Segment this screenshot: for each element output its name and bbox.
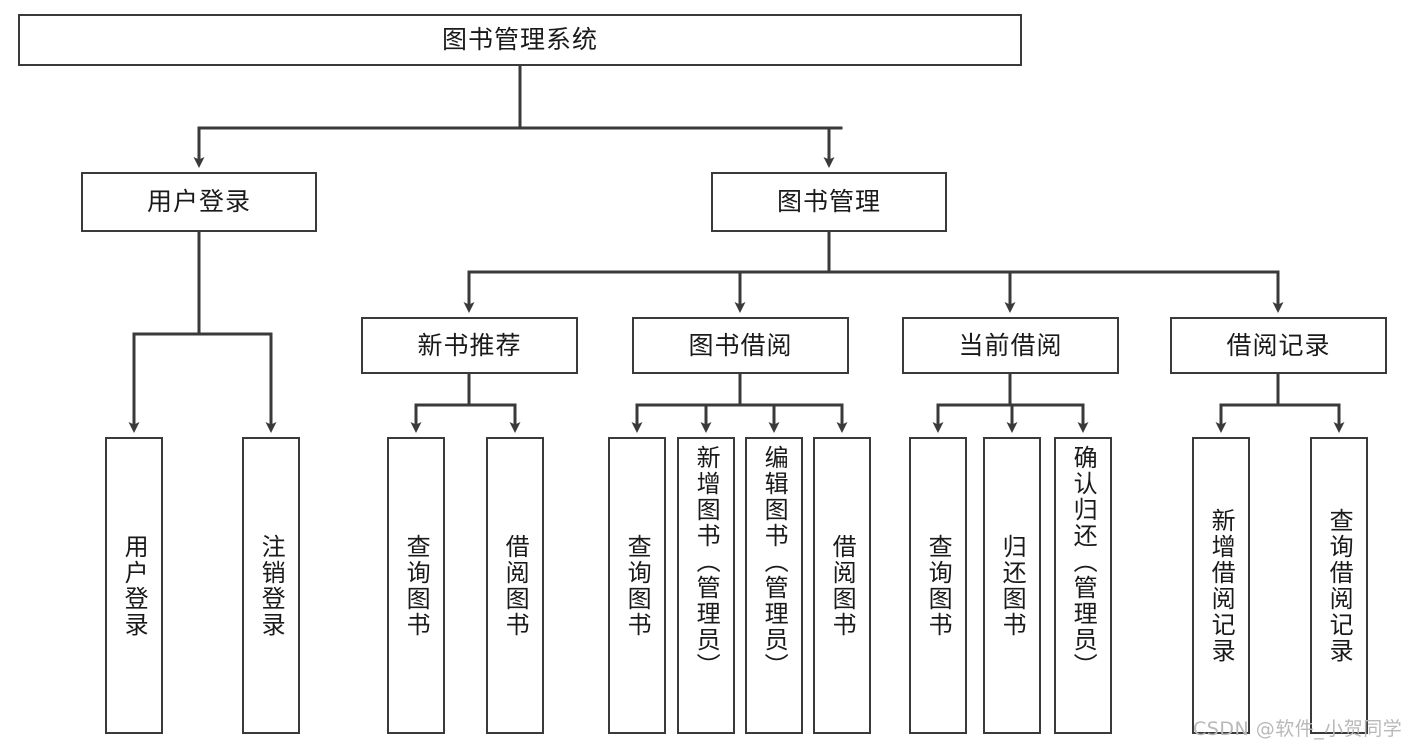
node-leaf-borrow-book-1[interactable]: 借阅图书 <box>486 437 544 734</box>
watermark: CSDN @软件_小贺同学 <box>1193 718 1403 740</box>
node-leaf-confirm-return-admin[interactable]: 确认归还（管理员） <box>1054 437 1112 734</box>
node-leaf-user-login[interactable]: 用户登录 <box>105 437 163 734</box>
node-leaf-logout-login-label: 注销登录 <box>257 533 286 638</box>
node-leaf-query-book-3[interactable]: 查询图书 <box>909 437 967 734</box>
node-root[interactable]: 图书管理系统 <box>18 14 1022 66</box>
node-book-borrow[interactable]: 图书借阅 <box>632 317 849 374</box>
node-current-borrow-label: 当前借阅 <box>958 330 1063 360</box>
node-leaf-query-book-3-label: 查询图书 <box>924 533 953 638</box>
node-leaf-add-borrow-record-label: 新增借阅记录 <box>1207 507 1236 664</box>
node-borrow-record-label: 借阅记录 <box>1226 330 1331 360</box>
node-root-label: 图书管理系统 <box>441 25 598 55</box>
node-new-book-recommend[interactable]: 新书推荐 <box>361 317 578 374</box>
node-leaf-edit-book-admin[interactable]: 编辑图书（管理员） <box>745 437 803 734</box>
node-new-book-recommend-label: 新书推荐 <box>417 330 522 360</box>
node-leaf-add-borrow-record[interactable]: 新增借阅记录 <box>1192 437 1250 734</box>
node-user-login[interactable]: 用户登录 <box>81 172 317 232</box>
node-book-management-label: 图书管理 <box>776 187 881 217</box>
node-leaf-borrow-book-2-label: 借阅图书 <box>828 533 857 638</box>
node-borrow-record[interactable]: 借阅记录 <box>1170 317 1387 374</box>
node-current-borrow[interactable]: 当前借阅 <box>902 317 1119 374</box>
node-leaf-logout-login[interactable]: 注销登录 <box>242 437 300 734</box>
node-user-login-label: 用户登录 <box>146 187 251 217</box>
node-leaf-edit-book-admin-label: 编辑图书（管理员） <box>760 445 789 679</box>
node-leaf-query-borrow-record-label: 查询借阅记录 <box>1325 507 1354 664</box>
node-leaf-query-book-2[interactable]: 查询图书 <box>608 437 666 734</box>
node-leaf-return-book-label: 归还图书 <box>998 533 1027 638</box>
node-leaf-query-book-2-label: 查询图书 <box>623 533 652 638</box>
node-leaf-add-book-admin[interactable]: 新增图书（管理员） <box>677 437 735 734</box>
node-book-borrow-label: 图书借阅 <box>688 330 793 360</box>
node-leaf-borrow-book-1-label: 借阅图书 <box>501 533 530 638</box>
node-leaf-confirm-return-admin-label: 确认归还（管理员） <box>1069 445 1098 679</box>
node-leaf-query-book-1[interactable]: 查询图书 <box>387 437 445 734</box>
node-leaf-borrow-book-2[interactable]: 借阅图书 <box>813 437 871 734</box>
node-leaf-query-borrow-record[interactable]: 查询借阅记录 <box>1310 437 1368 734</box>
node-leaf-return-book[interactable]: 归还图书 <box>983 437 1041 734</box>
node-leaf-query-book-1-label: 查询图书 <box>402 533 431 638</box>
node-leaf-user-login-label: 用户登录 <box>120 533 149 638</box>
node-book-management[interactable]: 图书管理 <box>711 172 947 232</box>
node-leaf-add-book-admin-label: 新增图书（管理员） <box>692 445 721 679</box>
